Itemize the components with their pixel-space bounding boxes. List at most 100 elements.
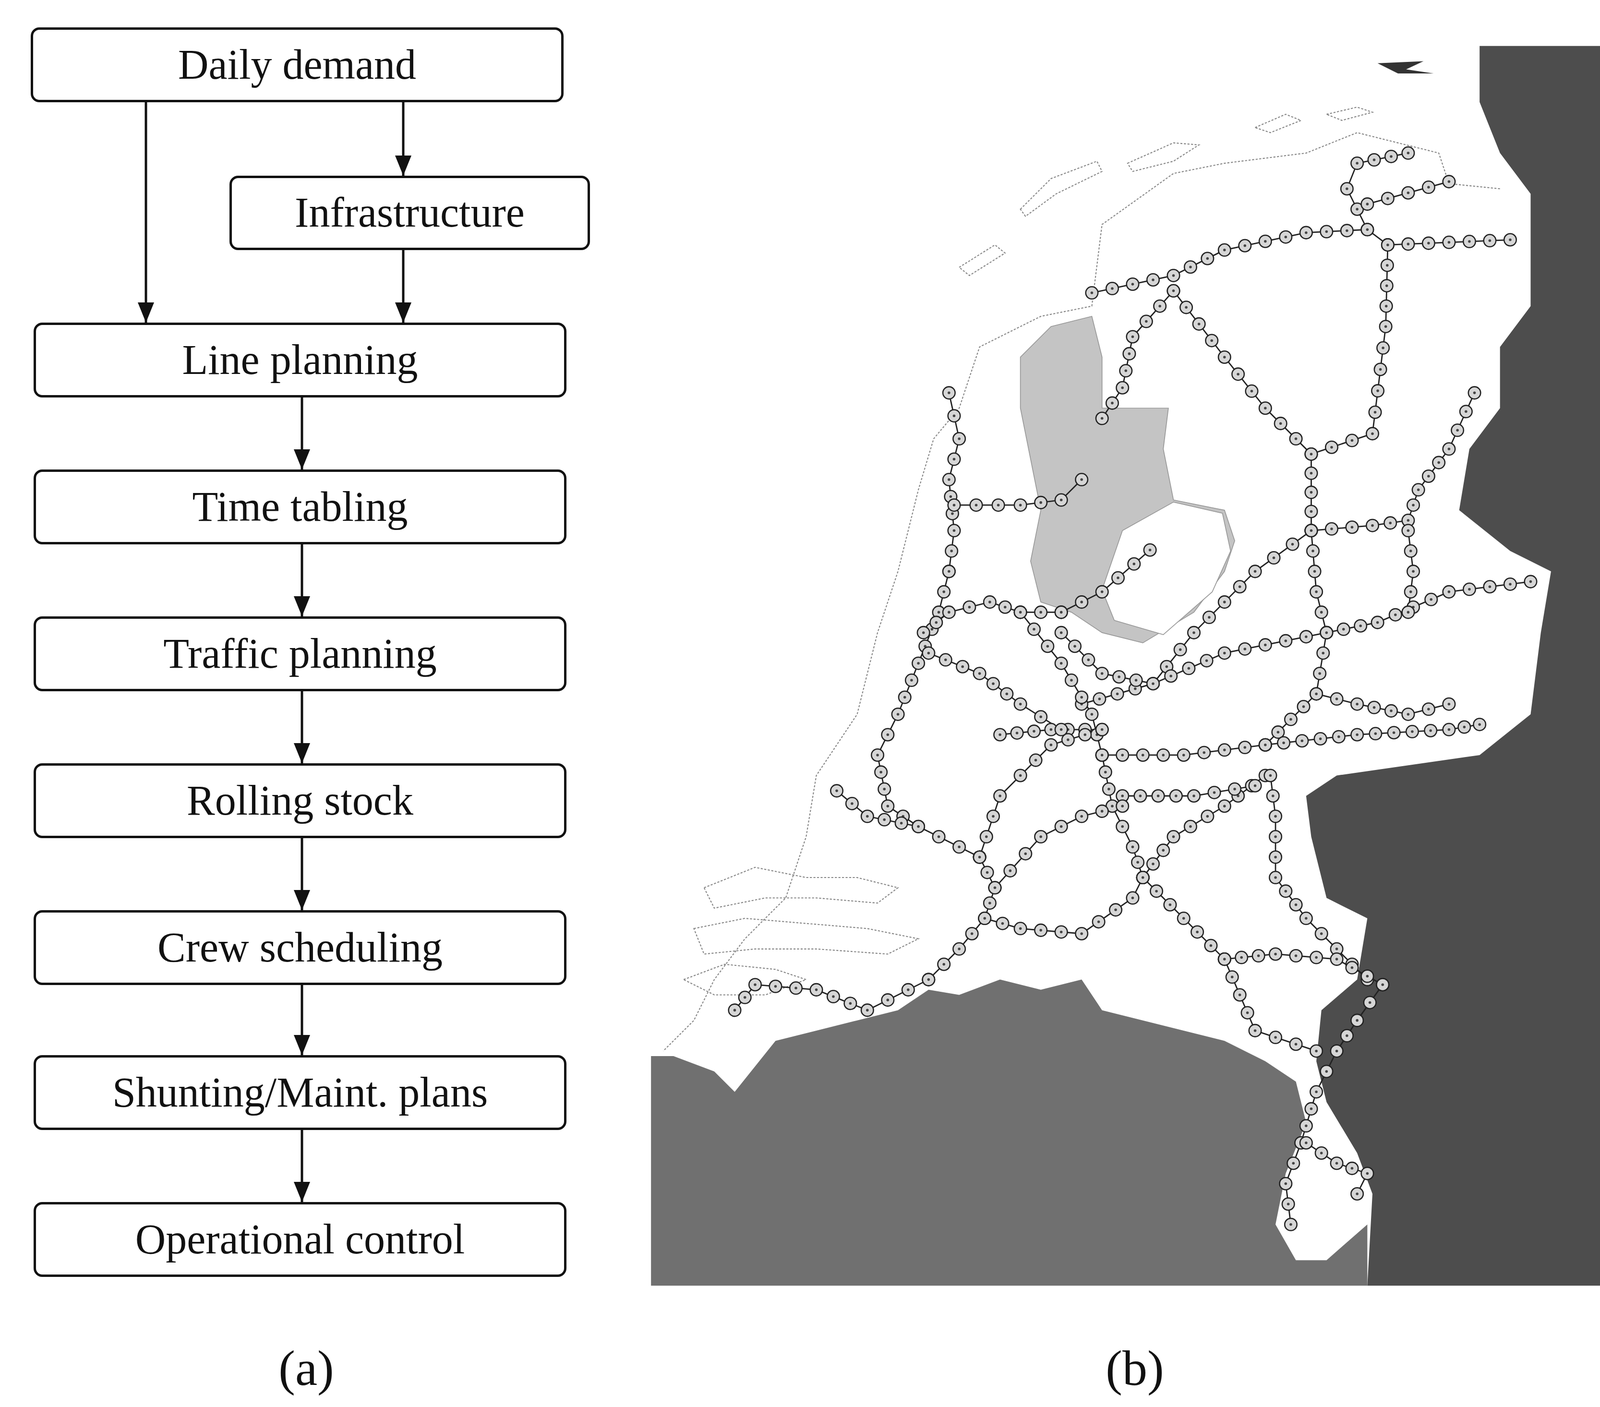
station-dot: [1373, 410, 1377, 414]
station-dot: [1172, 835, 1176, 839]
rail-line: [1311, 244, 1388, 455]
station-circle: [1177, 912, 1191, 925]
station-marker: [978, 912, 991, 925]
station-circle: [1407, 498, 1420, 512]
station-marker: [948, 498, 961, 512]
station-marker: [891, 708, 905, 721]
station-marker: [1156, 748, 1170, 762]
station-circle: [1055, 820, 1068, 833]
station-dot: [1114, 908, 1118, 912]
station-circle: [1167, 269, 1180, 282]
station-circle: [1305, 486, 1318, 499]
station-dot: [1100, 728, 1104, 732]
station-dot: [1478, 722, 1481, 726]
station-dot: [1427, 241, 1431, 245]
station-dot: [1187, 667, 1191, 671]
station-dot: [906, 988, 910, 992]
station-circle: [1315, 606, 1328, 619]
station-marker: [1279, 230, 1293, 244]
station-dot: [1141, 753, 1145, 757]
station-circle: [1376, 341, 1390, 355]
rail-line: [734, 979, 929, 1011]
process-box: Shunting/Maint. plans: [33, 1055, 567, 1131]
station-dot: [1318, 672, 1322, 675]
station-circle: [1190, 926, 1204, 939]
station-circle: [1407, 565, 1420, 578]
station-circle: [1305, 524, 1318, 538]
station-marker: [1305, 447, 1318, 461]
station-circle: [1387, 726, 1401, 739]
station-circle: [1412, 483, 1425, 497]
station-marker: [1346, 1162, 1359, 1175]
station-dot: [1263, 743, 1267, 747]
station-dot: [1427, 474, 1431, 478]
station-dot: [1488, 585, 1492, 589]
station-circle: [1055, 657, 1068, 670]
station-circle: [1095, 805, 1109, 818]
station-marker: [1368, 153, 1381, 167]
station-marker: [1010, 726, 1024, 740]
station-circle: [1116, 820, 1129, 833]
station-marker: [1136, 871, 1150, 884]
station-marker: [1068, 639, 1082, 653]
station-circle: [1164, 898, 1177, 912]
station-marker: [1310, 1085, 1323, 1099]
station-circle: [939, 653, 952, 667]
station-circle: [980, 830, 993, 843]
station-dot: [1034, 758, 1038, 762]
station-dot: [835, 789, 839, 793]
station-marker: [895, 817, 908, 830]
station-dot: [1374, 732, 1378, 736]
station-circle: [1269, 948, 1282, 961]
station-circle: [912, 657, 925, 670]
station-marker: [983, 896, 997, 910]
station-circle: [1376, 978, 1389, 991]
station-marker: [1146, 677, 1160, 690]
station-dot: [1455, 429, 1459, 433]
station-circle: [930, 616, 943, 629]
station-dot: [1087, 658, 1091, 662]
station-dot: [1385, 264, 1389, 267]
station-marker: [965, 927, 979, 940]
station-circle: [738, 991, 752, 1004]
station-marker: [930, 616, 943, 629]
station-dot: [1239, 956, 1243, 960]
station-marker: [1167, 284, 1180, 298]
box-label: Crew scheduling: [157, 924, 443, 972]
station-marker: [845, 797, 859, 810]
process-box: Traffic planning: [33, 616, 567, 692]
station-circle: [1075, 473, 1088, 486]
station-circle: [1330, 1156, 1344, 1170]
station-dot: [1263, 240, 1267, 243]
station-circle: [1279, 634, 1293, 648]
rail-line: [1367, 181, 1449, 205]
station-dot: [1284, 639, 1288, 643]
station-circle: [932, 830, 946, 843]
flow-arrow: [300, 985, 304, 1056]
station-circle: [1184, 260, 1197, 274]
station-dot: [998, 733, 1002, 737]
station-circle: [1277, 736, 1290, 750]
station-dot: [942, 590, 946, 594]
station-dot: [1120, 804, 1124, 808]
station-dot: [1202, 751, 1206, 755]
station-circle: [1218, 350, 1231, 364]
station-dot: [1407, 529, 1410, 533]
station-dot: [1407, 518, 1410, 522]
station-dot: [1294, 1042, 1298, 1046]
station-dot: [794, 986, 798, 990]
station-dot: [1368, 1001, 1372, 1005]
station-dot: [1411, 503, 1415, 507]
station-dot: [1169, 674, 1173, 678]
station-circle: [1055, 493, 1068, 507]
station-marker: [1376, 978, 1389, 991]
station-dot: [1274, 1035, 1277, 1039]
station-marker: [1310, 687, 1323, 701]
station-dot: [952, 457, 956, 461]
station-dot: [993, 886, 997, 890]
island-outline: [959, 244, 1006, 276]
station-circle: [922, 973, 936, 987]
station-dot: [1314, 956, 1318, 960]
station-circle: [1350, 697, 1364, 711]
station-circle: [748, 978, 762, 991]
